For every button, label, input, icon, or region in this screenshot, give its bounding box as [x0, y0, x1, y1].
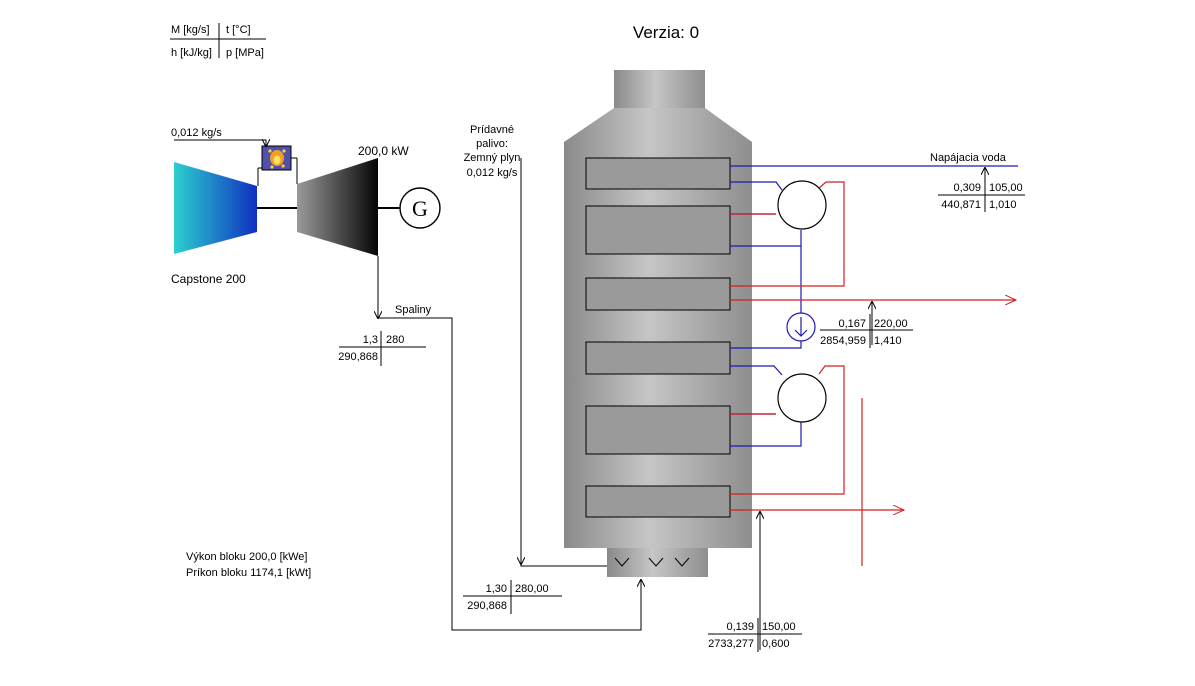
pump-symbol [786, 312, 816, 342]
generator-label: G [412, 196, 428, 221]
generator-symbol [399, 187, 441, 229]
duct-inlet-temperature: 280,00 [515, 583, 549, 595]
flame-icon [268, 149, 286, 169]
economizer-bundle [585, 157, 731, 190]
fuel-label-3: Zemný plyn [464, 152, 521, 164]
superheater-lp-bundle [585, 485, 731, 518]
turbine-fuel-flow: 0,012 kg/s [171, 127, 222, 139]
lp-drum [777, 373, 827, 423]
turbine-power: 200,0 kW [358, 144, 409, 158]
feedwater-stream: Napájacia voda 0,309 105,00 440,871 1,01… [930, 152, 1025, 212]
hrsg-tower [564, 70, 752, 577]
summary-power-output: Výkon bloku 200,0 [kWe] [186, 551, 307, 563]
turbine-name: Capstone 200 [171, 272, 246, 286]
exhaust-enthalpy: 290,868 [338, 351, 378, 363]
fuel-label-1: Prídavné [470, 124, 514, 136]
legend-mass-flow: M [kg/s] [171, 24, 210, 36]
exhaust-path: Spaliny 1,3 280 290,868 1,30 280,00 290,… [338, 256, 641, 631]
low-stream: 0,139 150,00 2733,277 0,600 [708, 512, 802, 652]
stack [614, 70, 705, 108]
turbine-fuel-line [174, 140, 266, 146]
legend-temperature: t [°C] [226, 24, 251, 36]
heat-exchanger-bundles [585, 157, 731, 518]
evaporator-lp-bundle [585, 405, 731, 455]
feedwater-enthalpy: 440,871 [941, 199, 981, 211]
steam-out-enthalpy: 2854,959 [820, 335, 866, 347]
feedwater-label: Napájacia voda [930, 152, 1007, 164]
low-stream-mass-flow: 0,139 [726, 621, 754, 633]
exhaust-label: Spaliny [395, 304, 432, 316]
legend-pressure: p [MPa] [226, 47, 264, 59]
units-legend: M [kg/s] t [°C] h [kJ/kg] p [MPa] [170, 23, 266, 59]
hp-drum [777, 180, 827, 230]
low-stream-pressure: 0,600 [762, 638, 790, 650]
steam-out-pressure: 1,410 [874, 335, 902, 347]
burner-section [607, 548, 708, 577]
feedwater-mass-flow: 0,309 [953, 182, 981, 194]
exhaust-mass-flow: 1,3 [363, 334, 378, 346]
low-stream-enthalpy: 2733,277 [708, 638, 754, 650]
evaporator-hp-bundle [585, 205, 731, 255]
exhaust-temperature: 280 [386, 334, 404, 346]
superheater-bundle [585, 277, 731, 311]
feedwater-temperature: 105,00 [989, 182, 1023, 194]
legend-enthalpy: h [kJ/kg] [171, 47, 212, 59]
version-title: Verzia: 0 [633, 23, 699, 42]
turbine [297, 158, 378, 256]
burner-nozzles [614, 557, 690, 567]
low-stream-temperature: 150,00 [762, 621, 796, 633]
water-lines [730, 165, 1018, 447]
fuel-label-4: 0,012 kg/s [467, 167, 518, 179]
duct-inlet-mass-flow: 1,30 [486, 583, 507, 595]
feedwater-pressure: 1,010 [989, 199, 1017, 211]
economizer-lp-bundle [585, 341, 731, 375]
steam-lines [730, 181, 1016, 566]
gas-turbine-unit: G Capstone 200 200,0 kW 0,012 kg/s [171, 127, 441, 286]
summary-power-input: Príkon bloku 1174,1 [kWt] [186, 567, 311, 579]
steam-out-mass-flow: 0,167 [838, 318, 866, 330]
duct-inlet-enthalpy: 290,868 [467, 600, 507, 612]
fuel-label-2: palivo: [476, 138, 508, 150]
steam-out-temperature: 220,00 [874, 318, 908, 330]
compressor [174, 162, 257, 254]
steam-out-stream: 0,167 220,00 2854,959 1,410 [820, 302, 913, 348]
